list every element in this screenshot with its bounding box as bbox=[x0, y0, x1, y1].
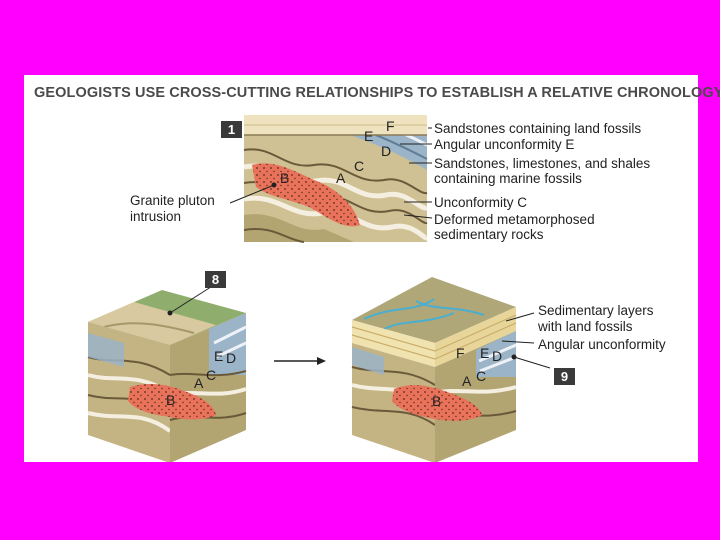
step-badge-8: 8 bbox=[205, 271, 226, 288]
letter-f-right: F bbox=[456, 345, 465, 361]
label-sedimentary-line-1: Sedimentary layers bbox=[538, 303, 654, 318]
block-9: F E D C A B bbox=[351, 277, 551, 462]
label-marine-line-2: containing marine fossils bbox=[434, 171, 582, 186]
diagram-title: GEOLOGISTS USE CROSS-CUTTING RELATIONSHI… bbox=[34, 85, 720, 101]
letter-b-right: B bbox=[432, 393, 441, 409]
cross-section-1: E F D C A B bbox=[229, 115, 433, 243]
letter-d-left: D bbox=[226, 350, 236, 366]
letter-a-left: A bbox=[194, 375, 204, 391]
label-sedimentary-line-2: with land fossils bbox=[538, 319, 633, 334]
letter-a-top: A bbox=[336, 170, 346, 186]
label-angular-unconformity: Angular unconformity bbox=[538, 337, 666, 352]
letter-f-top: F bbox=[386, 118, 395, 134]
letter-b-top: B bbox=[280, 170, 289, 186]
letter-c-right: C bbox=[476, 368, 486, 384]
letter-e-top: E bbox=[364, 128, 373, 144]
letter-c-top: C bbox=[354, 158, 364, 174]
label-deformed-line-1: Deformed metamorphosed bbox=[434, 212, 595, 227]
block-8: E D C A B bbox=[87, 284, 247, 462]
letter-b-left: B bbox=[166, 392, 175, 408]
label-sandstones-land-fossils: Sandstones containing land fossils bbox=[434, 121, 642, 136]
letter-c-left: C bbox=[206, 367, 216, 383]
label-granite-line-2: intrusion bbox=[130, 209, 182, 224]
label-deformed-line-2: sedimentary rocks bbox=[434, 227, 544, 242]
letter-d-right: D bbox=[492, 348, 502, 364]
label-unconformity-c: Unconformity C bbox=[434, 195, 528, 210]
letter-a-right: A bbox=[462, 373, 472, 389]
label-granite-line-1: Granite pluton bbox=[130, 193, 215, 208]
step-badge-9: 9 bbox=[554, 368, 575, 385]
illustration: E F D C A B bbox=[87, 115, 551, 462]
step-badge-1: 1 bbox=[221, 121, 242, 138]
letter-e-left: E bbox=[214, 348, 223, 364]
diagram-panel: GEOLOGISTS USE CROSS-CUTTING RELATIONSHI… bbox=[24, 75, 720, 462]
label-marine-line-1: Sandstones, limestones, and shales bbox=[434, 156, 651, 171]
letter-e-right: E bbox=[480, 345, 489, 361]
label-angular-unconformity-e: Angular unconformity E bbox=[434, 137, 575, 152]
letter-d-top: D bbox=[381, 143, 391, 159]
